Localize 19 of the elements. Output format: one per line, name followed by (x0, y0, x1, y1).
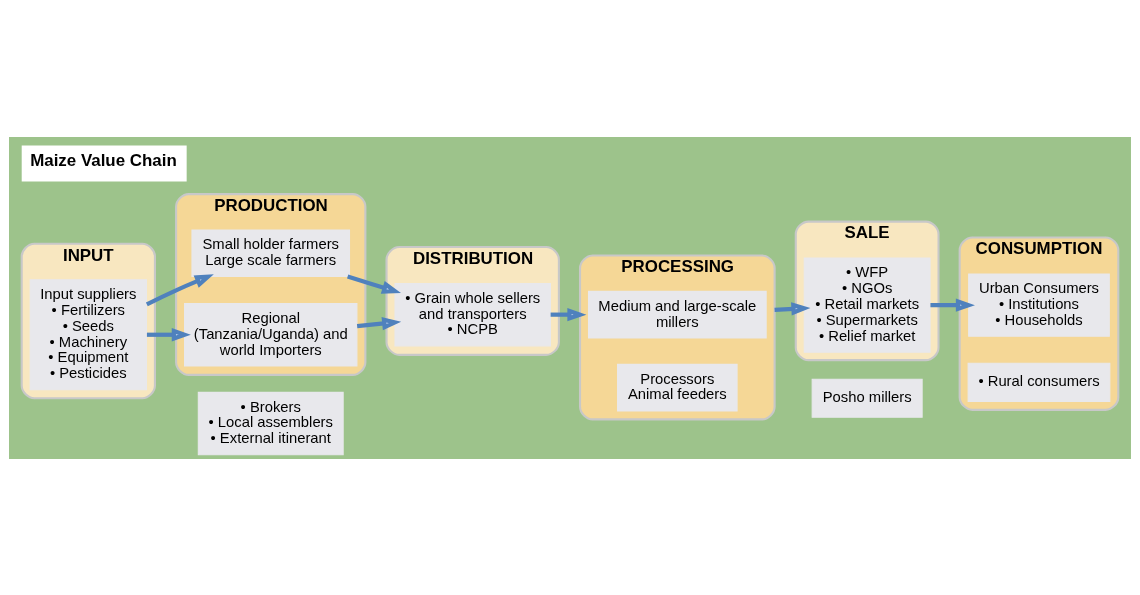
arrow (356, 316, 402, 330)
node-box: Processors Animal feeders (617, 363, 738, 411)
node-box: Medium and large-scale millers (588, 290, 767, 338)
arrow (145, 273, 214, 306)
arrow (774, 301, 811, 316)
arrow (347, 274, 401, 294)
node-box: Regional (Tanzania/Uganda) and world Importers (184, 302, 358, 366)
node-box: Posho millers (811, 378, 923, 418)
arrow (930, 297, 975, 312)
node-box: • Rural consumers (967, 362, 1111, 402)
arrow (146, 327, 191, 341)
node-box: Small holder farmers Large scale farmers (191, 229, 351, 277)
diagram-title: Maize Value Chain (30, 150, 177, 170)
node-box: • Brokers • Local assemblers • External itinerant (197, 391, 344, 455)
node-box: Urban Consumers • Institutions • Households (968, 272, 1110, 337)
node-box: Input suppliers • Fertilizers • Seeds • Machinery • Equipment • Pesticides (29, 278, 147, 390)
arrow (550, 307, 587, 321)
node-box: • Grain whole sellers and transporters • NCPB (394, 282, 551, 346)
node-box: • WFP • NGOs • Retail markets • Supermarkets • Relief market (803, 257, 931, 353)
